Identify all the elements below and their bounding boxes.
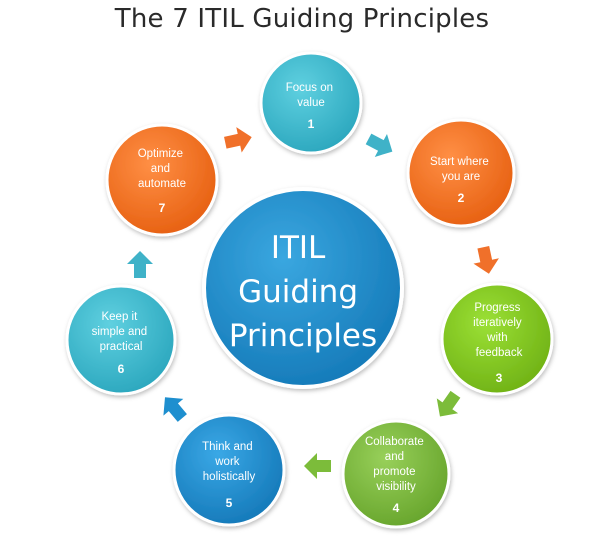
principle-label-line: Progress xyxy=(474,302,520,314)
principle-node-4: Collaborate and promote visibility 4 xyxy=(341,419,451,529)
arrow-7-to-1 xyxy=(224,127,252,153)
principle-number: 6 xyxy=(118,362,125,376)
principle-number: 2 xyxy=(458,191,465,205)
principle-number: 5 xyxy=(226,496,233,510)
principle-node-6: Keep it simple and practical 6 xyxy=(65,284,177,396)
principle-label-line: Optimize xyxy=(138,148,183,160)
connector-arrows xyxy=(127,127,499,479)
svg-text:Start where you are: Start where you are xyxy=(430,156,492,183)
principle-label-line: simple and xyxy=(92,326,148,338)
principle-label-line: and xyxy=(151,163,170,175)
arrow-3-to-4 xyxy=(436,390,461,417)
arrow-5-to-6 xyxy=(163,397,187,422)
principle-label-line: Focus on xyxy=(286,82,333,94)
arrow-2-to-3 xyxy=(473,246,499,274)
arrow-1-to-2 xyxy=(365,133,393,157)
principle-label-line: with xyxy=(486,332,507,344)
center-line: ITIL xyxy=(271,230,326,266)
principle-label-line: Think and xyxy=(202,441,253,453)
principle-label-line: feedback xyxy=(476,347,523,359)
principle-node-1: Focus on value 1 xyxy=(259,51,363,155)
principle-node-2: Start where you are 2 xyxy=(406,118,516,228)
principle-label-line: iteratively xyxy=(473,317,522,329)
svg-text:Think and work hol: Think and work holistically xyxy=(202,441,256,483)
principle-label-line: Keep it xyxy=(101,311,138,323)
arrow-4-to-5 xyxy=(304,453,331,479)
center-label: ITIL Guiding Principles xyxy=(229,230,377,354)
principle-label-line: you are xyxy=(442,171,480,183)
principle-label-line: practical xyxy=(100,341,143,353)
svg-text:Optimize and autom: Optimize and automate xyxy=(138,148,187,190)
principle-node-5: Think and work holistically 5 xyxy=(172,413,286,527)
principle-number: 3 xyxy=(496,371,503,385)
principle-label-line: promote xyxy=(373,466,415,478)
center-node xyxy=(202,187,404,389)
principle-label-line: value xyxy=(297,97,325,109)
principle-label-line: work xyxy=(214,456,240,468)
svg-text:Progress iteratively: Progress iteratively with feedback xyxy=(473,302,525,359)
principle-label-line: Start where xyxy=(430,156,489,168)
principle-label-line: visibility xyxy=(376,481,416,493)
principle-label-line: Collaborate xyxy=(365,436,424,448)
principle-number: 4 xyxy=(393,501,400,515)
center-line: Principles xyxy=(229,318,377,354)
principle-node-3: Progress iteratively with feedback 3 xyxy=(440,282,554,396)
principle-node-7: Optimize and automate 7 xyxy=(105,123,219,237)
principle-number: 7 xyxy=(159,201,166,215)
center-line: Guiding xyxy=(238,274,358,310)
principle-label-line: holistically xyxy=(203,471,256,483)
svg-text:Keep it simple and: Keep it simple and practical xyxy=(92,311,151,353)
diagram-title: The 7 ITIL Guiding Principles xyxy=(114,4,490,34)
principle-label-line: automate xyxy=(138,178,186,190)
svg-text:Collaborate and pr: Collaborate and promote visibility xyxy=(365,436,427,493)
principle-label-line: and xyxy=(385,451,404,463)
svg-text:Focus on value: Focus on value xyxy=(286,82,337,109)
arrow-6-to-7 xyxy=(127,251,153,278)
principle-number: 1 xyxy=(308,117,315,131)
